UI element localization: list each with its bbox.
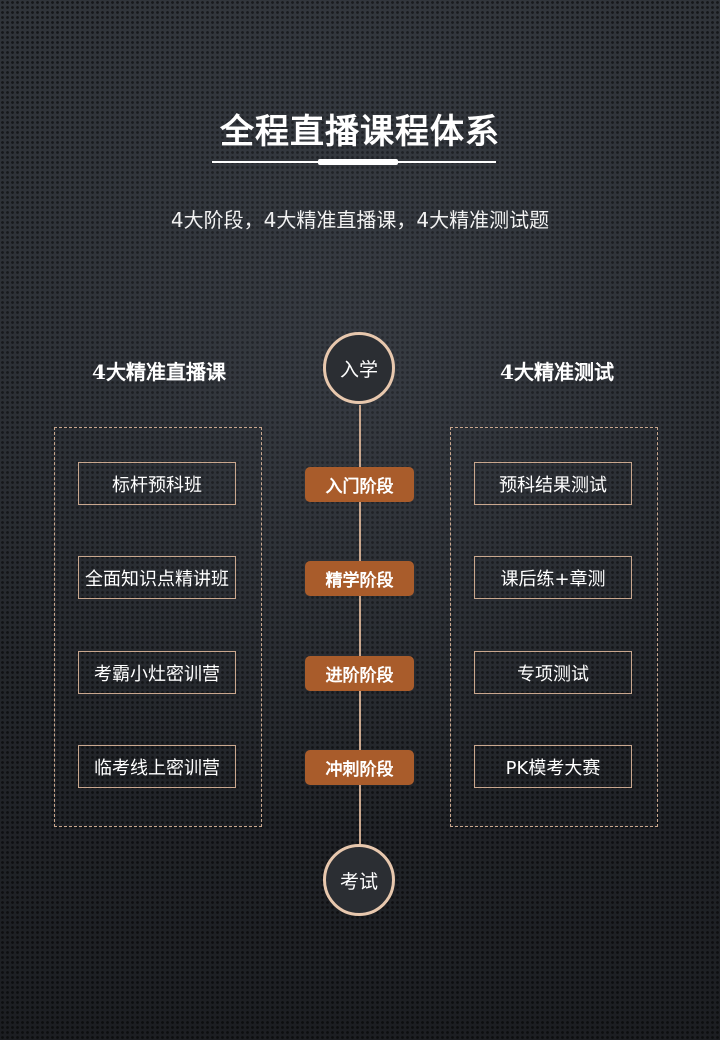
stage-badge: 精学阶段: [305, 561, 414, 596]
live-course-item: 全面知识点精讲班: [78, 556, 236, 599]
live-courses-box: [54, 427, 262, 827]
page-subtitle: 4大阶段，4大精准直播课，4大精准测试题: [170, 208, 550, 232]
live-course-item: 考霸小灶密训营: [78, 651, 236, 694]
test-item: 课后练+章测: [474, 556, 632, 599]
test-item: PK模考大赛: [474, 745, 632, 788]
tests-box: [450, 427, 658, 827]
title-underline-accent: [318, 159, 398, 165]
live-course-item: 标杆预科班: [78, 462, 236, 505]
test-item: 专项测试: [474, 651, 632, 694]
stage-badge: 冲刺阶段: [305, 750, 414, 785]
page-title: 全程直播课程体系: [220, 112, 500, 152]
start-node: 入学: [323, 332, 395, 404]
tests-title: 4大精准测试: [500, 360, 614, 384]
stage-badge: 进阶阶段: [305, 656, 414, 691]
stage-badge: 入门阶段: [305, 467, 414, 502]
test-item: 预科结果测试: [474, 462, 632, 505]
end-node: 考试: [323, 844, 395, 916]
live-courses-title: 4大精准直播课: [92, 360, 226, 384]
live-course-item: 临考线上密训营: [78, 745, 236, 788]
timeline-line: [359, 405, 361, 851]
